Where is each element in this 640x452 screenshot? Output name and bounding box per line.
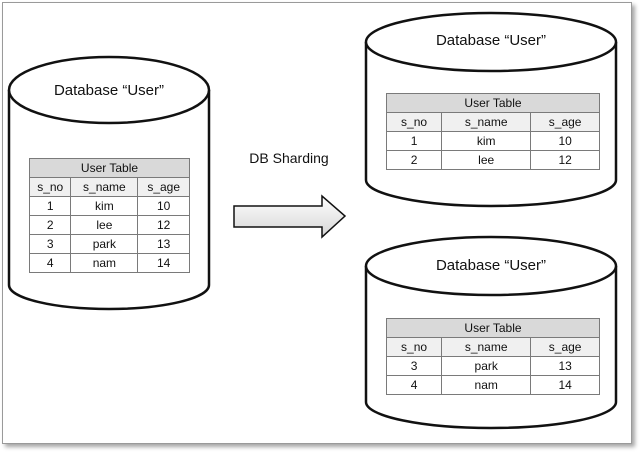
cell-s-age: 10 xyxy=(530,131,600,151)
source-user-table: User Table s_no s_name s_age 1 kim 10 2 … xyxy=(28,158,190,273)
column-header-s-name: s_name xyxy=(441,337,532,357)
column-header-s-age: s_age xyxy=(530,337,600,357)
sharding-arrow xyxy=(233,194,347,239)
cell-s-no: 1 xyxy=(385,131,443,151)
table-row: 4 nam 14 xyxy=(28,253,190,273)
column-header-s-name: s_name xyxy=(441,112,532,132)
cell-s-no: 3 xyxy=(385,356,443,376)
cell-s-name: nam xyxy=(70,253,139,273)
cell-s-name: kim xyxy=(441,131,532,151)
cell-s-age: 12 xyxy=(137,215,190,235)
cell-s-no: 2 xyxy=(385,150,443,170)
table-row: 2 lee 12 xyxy=(385,150,600,170)
cell-s-name: lee xyxy=(441,150,532,170)
shard-1-user-table: User Table s_no s_name s_age 1 kim 10 2 … xyxy=(385,93,600,170)
cell-s-age: 13 xyxy=(530,356,600,376)
cell-s-name: park xyxy=(70,234,139,254)
column-header-s-age: s_age xyxy=(137,177,190,197)
column-header-s-name: s_name xyxy=(70,177,139,197)
table-row: 3 park 13 xyxy=(28,234,190,254)
column-header-s-no: s_no xyxy=(385,112,443,132)
cell-s-no: 4 xyxy=(28,253,72,273)
cell-s-age: 10 xyxy=(137,196,190,216)
cell-s-age: 14 xyxy=(137,253,190,273)
table-row: 1 kim 10 xyxy=(385,131,600,151)
shard-1-db-label: Database “User” xyxy=(436,32,546,49)
column-header-s-no: s_no xyxy=(385,337,443,357)
sharding-label: DB Sharding xyxy=(249,150,328,166)
cell-s-name: park xyxy=(441,356,532,376)
cell-s-age: 14 xyxy=(530,375,600,395)
table-row: 3 park 13 xyxy=(385,356,600,376)
cell-s-no: 1 xyxy=(28,196,72,216)
table-row: 1 kim 10 xyxy=(28,196,190,216)
table-title: User Table xyxy=(386,93,600,113)
cell-s-no: 4 xyxy=(385,375,443,395)
cell-s-no: 2 xyxy=(28,215,72,235)
source-db-label: Database “User” xyxy=(54,82,164,99)
cell-s-name: nam xyxy=(441,375,532,395)
shard-2-user-table: User Table s_no s_name s_age 3 park 13 4… xyxy=(385,318,600,395)
cell-s-name: lee xyxy=(70,215,139,235)
table-title: User Table xyxy=(386,318,600,338)
cell-s-age: 13 xyxy=(137,234,190,254)
table-row: 2 lee 12 xyxy=(28,215,190,235)
table-row: 4 nam 14 xyxy=(385,375,600,395)
cell-s-age: 12 xyxy=(530,150,600,170)
cell-s-no: 3 xyxy=(28,234,72,254)
shard-2-db-label: Database “User” xyxy=(436,257,546,274)
table-title: User Table xyxy=(29,158,190,178)
column-header-s-age: s_age xyxy=(530,112,600,132)
column-header-s-no: s_no xyxy=(28,177,72,197)
cell-s-name: kim xyxy=(70,196,139,216)
